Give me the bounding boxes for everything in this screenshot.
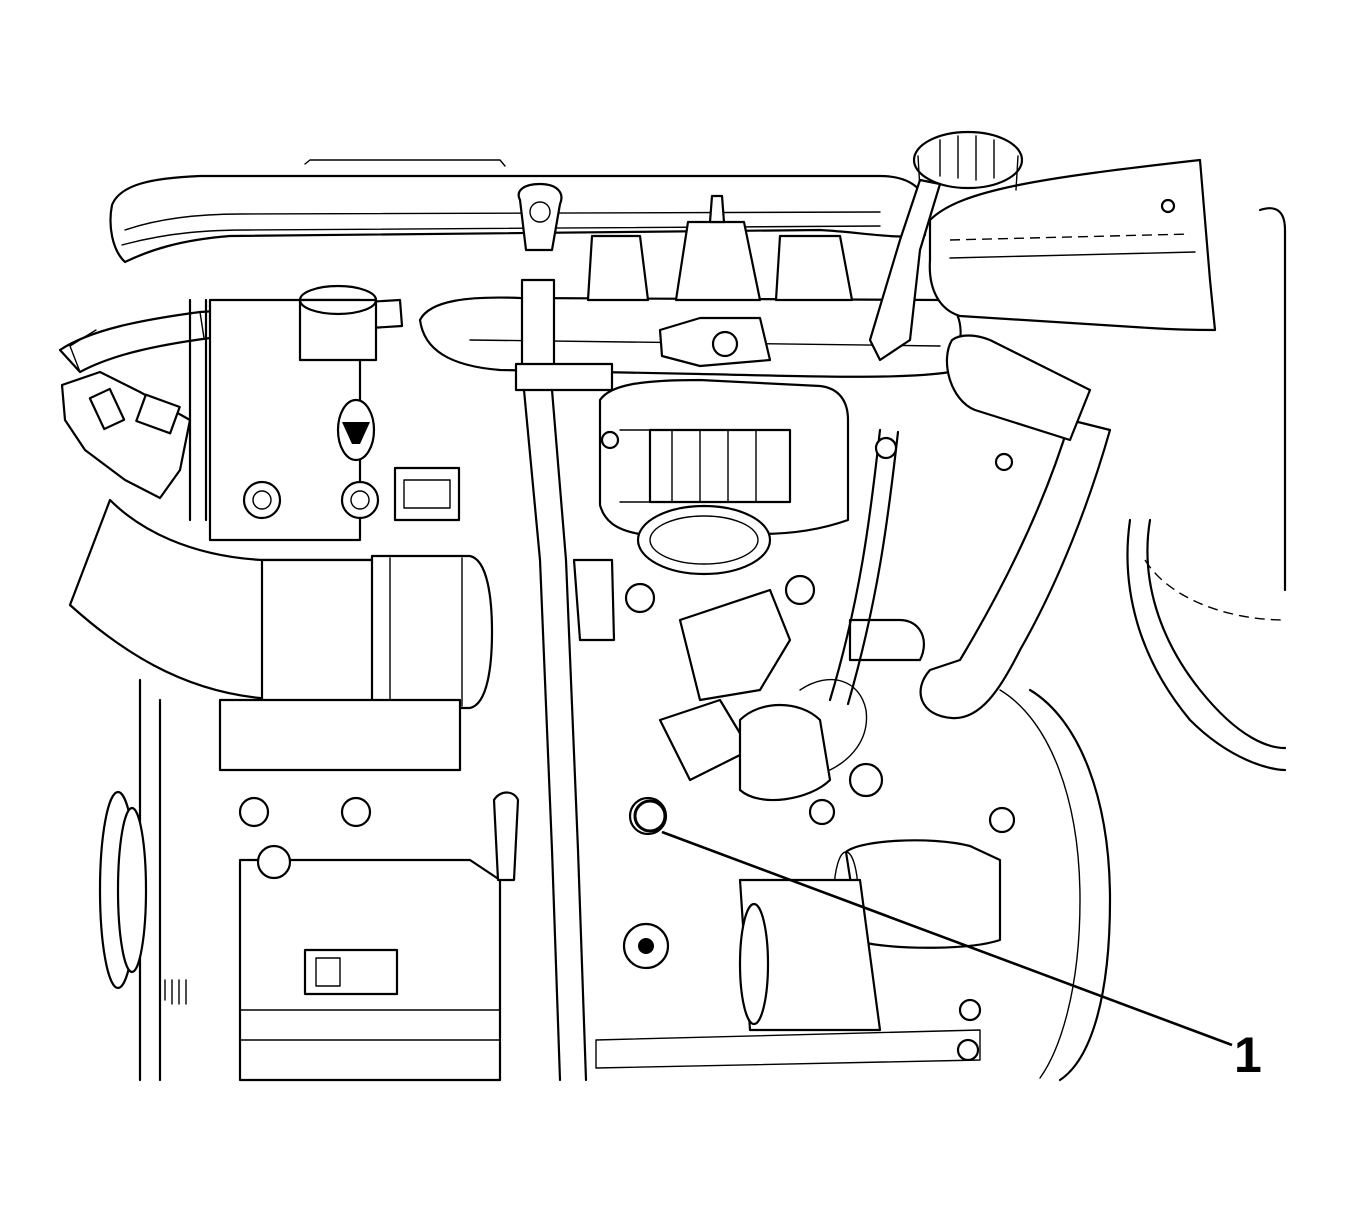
left-sensor-bracket	[60, 298, 208, 522]
plug-bolt-icon	[633, 799, 667, 833]
left-pulley-belt	[98, 678, 187, 1082]
starter-motor	[595, 839, 1002, 1069]
fuel-rail-assembly	[418, 194, 962, 378]
right-pipe	[828, 428, 900, 706]
callout-1: 1	[633, 799, 1262, 1083]
coolant-hose-right	[848, 178, 1112, 720]
flywheel-housing	[999, 207, 1287, 1082]
ac-compressor	[218, 698, 502, 1082]
air-intake-duct	[68, 498, 494, 710]
dipstick-tube	[514, 182, 614, 1082]
callout-label: 1	[1234, 1027, 1262, 1083]
coolant-reservoir	[912, 130, 1217, 332]
misc-bolts	[600, 430, 1016, 1062]
left-block-components	[208, 284, 461, 542]
sensor-harness	[492, 558, 884, 970]
throttle-body	[598, 378, 850, 576]
callout-leader-line	[661, 830, 1233, 1047]
